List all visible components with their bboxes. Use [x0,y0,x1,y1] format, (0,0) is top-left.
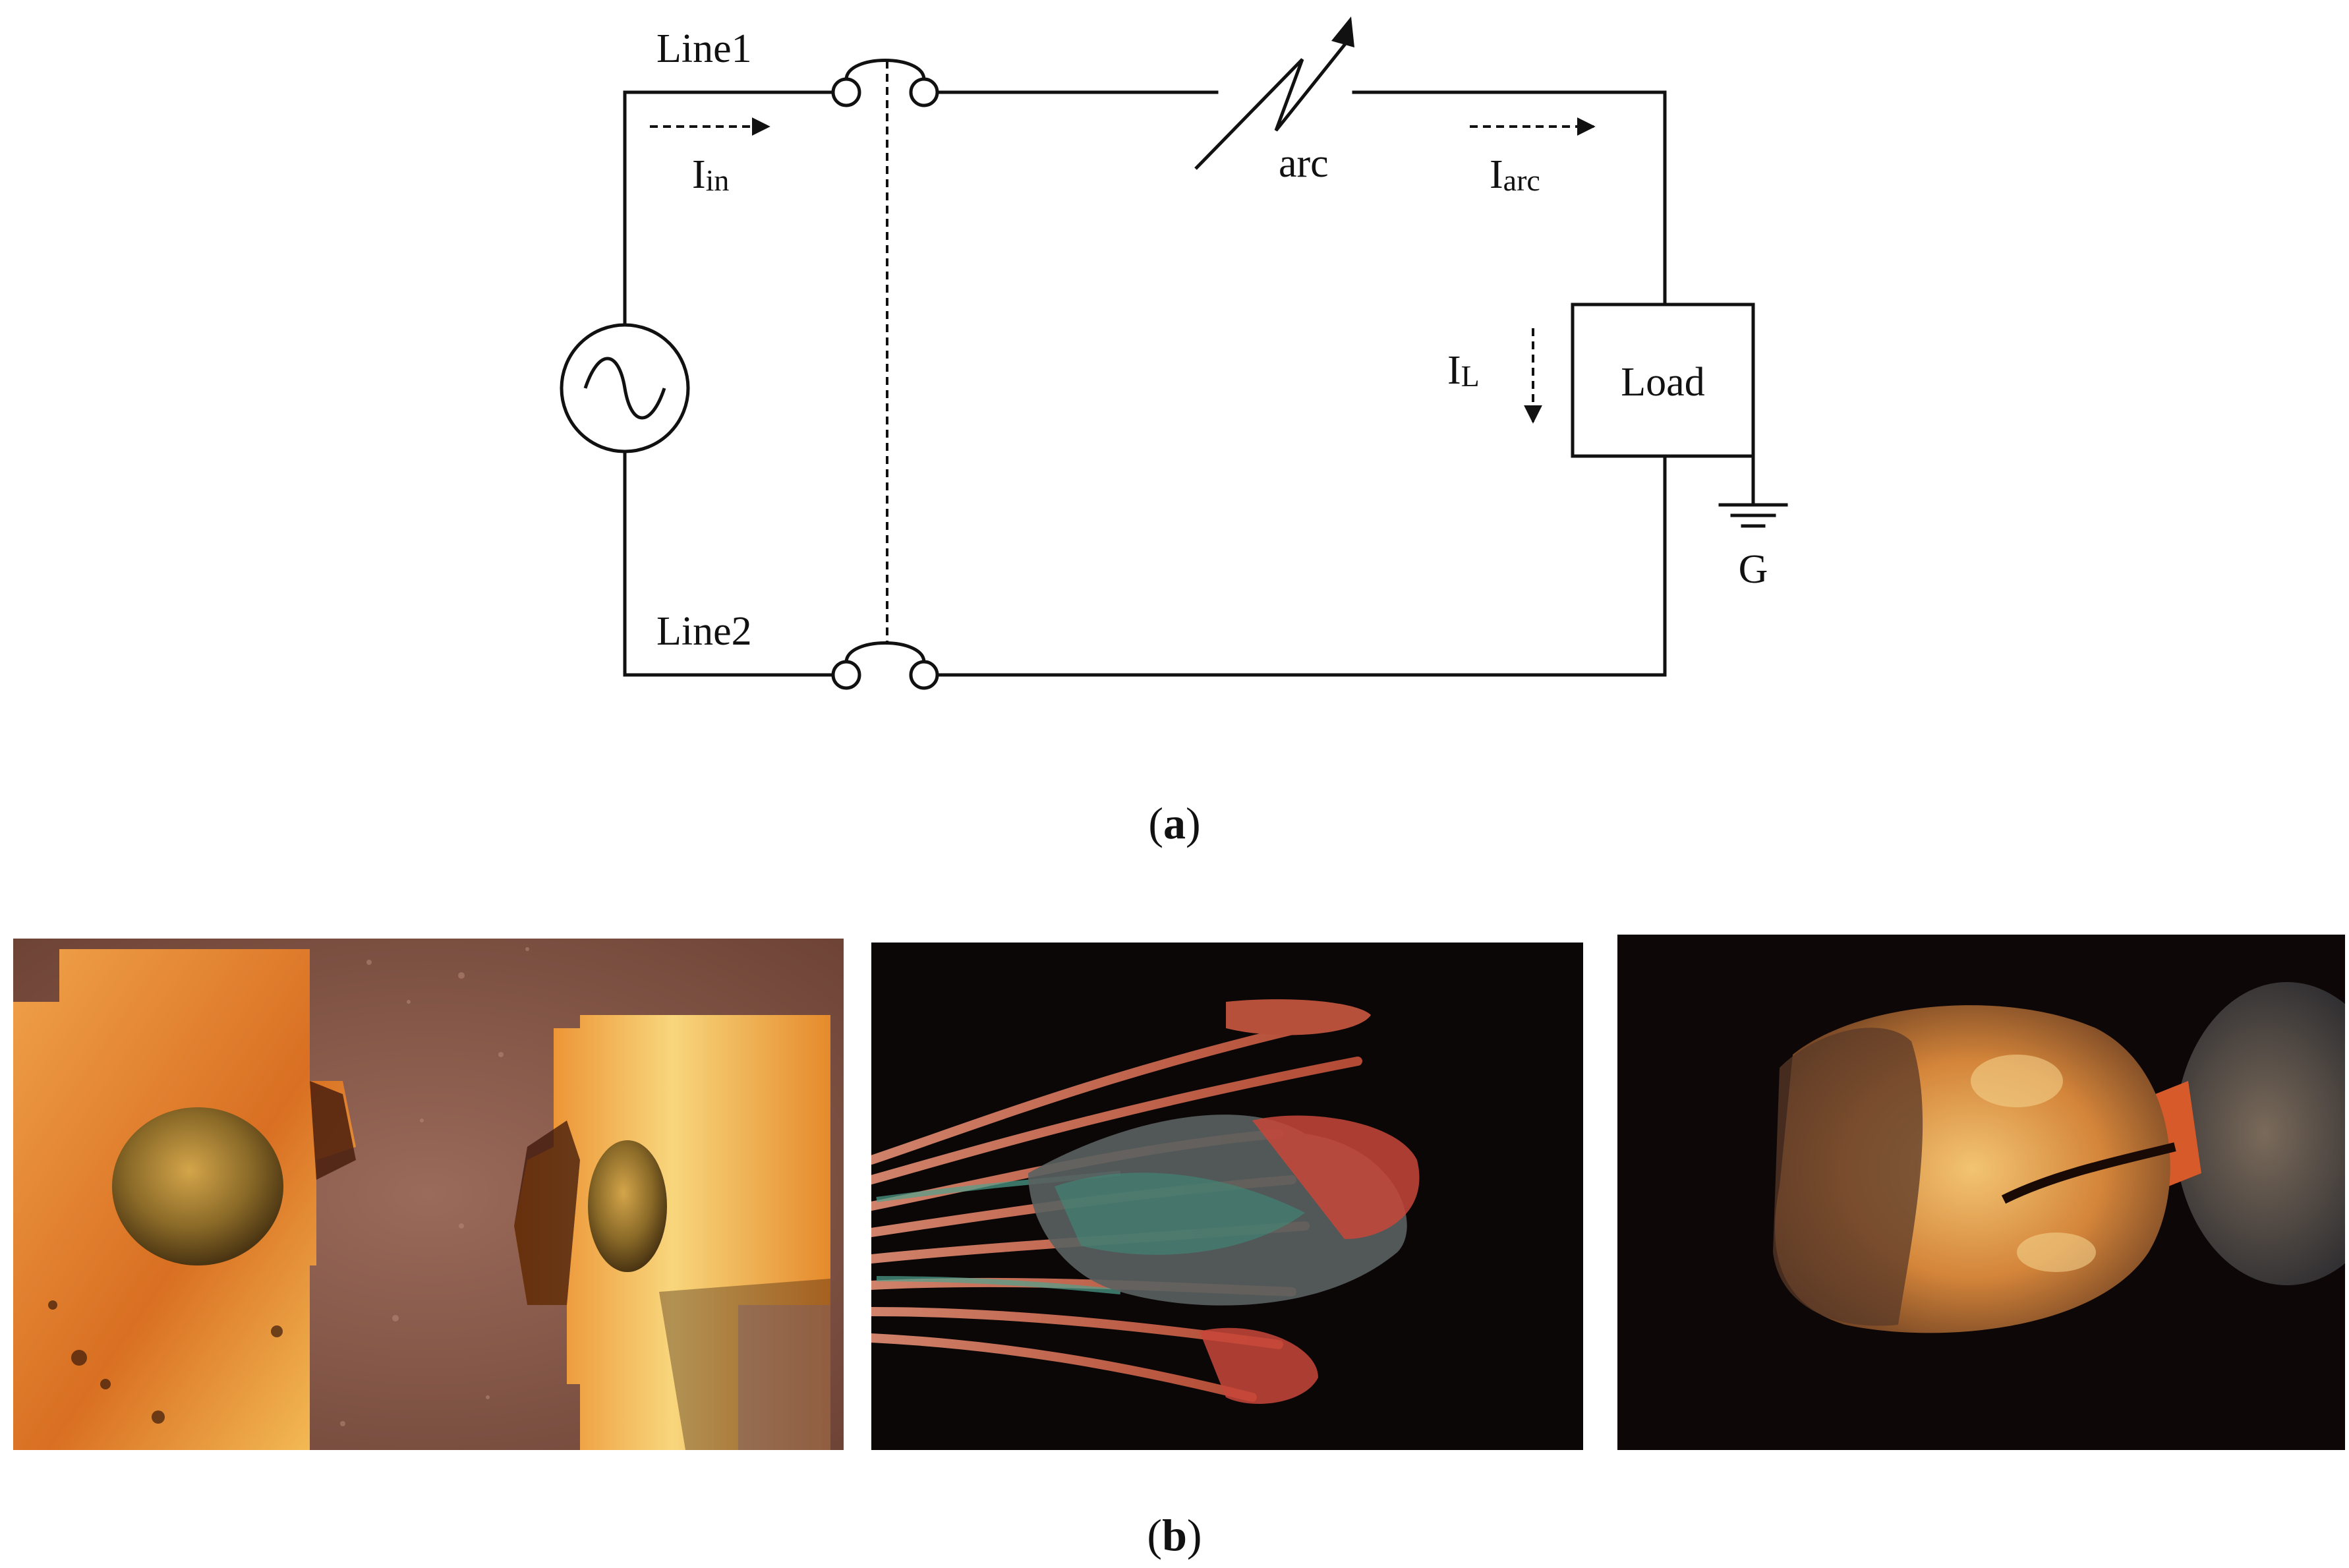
load-label: Load [1621,360,1704,405]
breaker-line2-icon [831,641,939,690]
current-arc-sub: arc [1503,163,1540,197]
caption-b-open: ( [1147,1510,1162,1560]
caption-a: (a) [1148,798,1200,848]
circuit-diagram: Line1 Line2 arc Iin Iarc IL Load G [560,16,1788,690]
line1-label: Line1 [656,26,752,71]
photo-welded-contacts [13,939,844,1450]
photo-melted-stranded-wire [871,943,1583,1450]
current-in-label: Iin [692,152,729,197]
line2-label: Line2 [656,609,752,654]
caption-b: (b) [1147,1510,1202,1560]
breaker-line1-icon [831,59,939,107]
arc-icon [1194,16,1354,170]
ground-label: G [1739,547,1768,592]
ground-icon [1718,454,1788,528]
current-arc-main: I [1490,152,1503,197]
current-load-label: IL [1447,348,1480,393]
current-load-sub: L [1461,359,1480,393]
ac-source-icon [560,323,690,453]
caption-a-close: ) [1186,798,1201,848]
current-in-main: I [692,152,706,197]
photo-melted-wire-bead [1617,935,2345,1450]
caption-b-letter: b [1162,1510,1187,1560]
caption-a-letter: a [1163,798,1186,848]
current-arc-label: Iarc [1490,152,1540,197]
caption-a-open: ( [1148,798,1163,848]
current-in-sub: in [706,163,730,197]
caption-b-close: ) [1187,1510,1202,1560]
current-load-main: I [1447,348,1461,393]
load-box [1571,303,1755,458]
arc-label: arc [1279,141,1329,186]
